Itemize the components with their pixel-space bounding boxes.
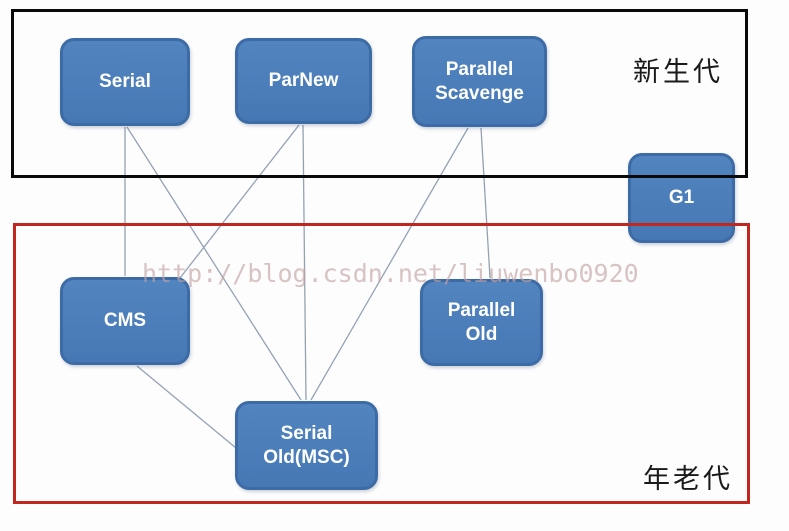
edge-parallel_scavenge-serial_old: [310, 127, 469, 401]
node-serial-label: Serial: [99, 71, 151, 93]
node-serial: Serial: [60, 38, 190, 126]
node-g1: G1: [628, 153, 735, 243]
node-parallel-scavenge-label: Parallel Scavenge: [435, 58, 524, 104]
young-generation-label: 新生代: [633, 57, 723, 87]
node-cms-label: CMS: [103, 310, 147, 332]
edge-parnew-serial_old: [302, 124, 307, 401]
edge-serial-serial_old: [126, 126, 302, 401]
edge-cms-serial_old: [136, 365, 237, 449]
old-generation-label: 年老代: [643, 464, 733, 494]
node-parnew-label: ParNew: [268, 70, 339, 92]
node-parallel-old: Parallel Old: [420, 279, 543, 366]
node-parallel-scavenge: Parallel Scavenge: [412, 36, 547, 127]
node-parallel-old-label: Parallel Old: [447, 299, 516, 345]
edge-parnew-cms: [179, 124, 300, 279]
node-parnew: ParNew: [235, 38, 372, 124]
node-g1-label: G1: [668, 187, 695, 209]
edge-parallel_scavenge-parallel_old: [480, 127, 491, 279]
node-serial-old-label: Serial Old(MSC): [263, 422, 350, 468]
node-serial-old: Serial Old(MSC): [235, 401, 378, 490]
node-cms: CMS: [60, 277, 190, 365]
